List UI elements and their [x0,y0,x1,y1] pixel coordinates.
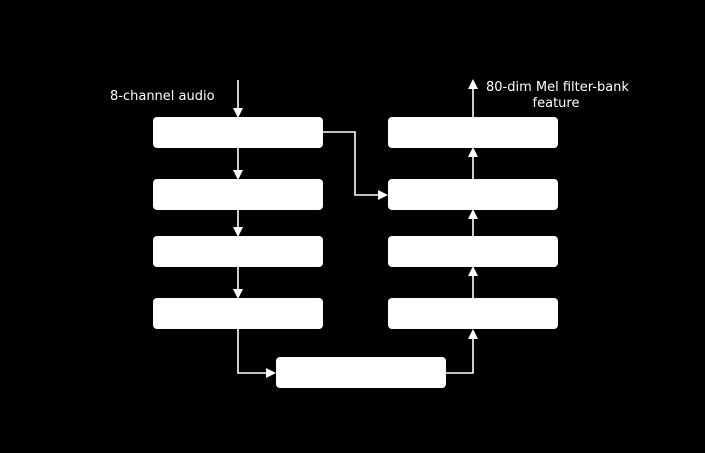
left-block-2 [153,179,323,210]
input-label: 8-channel audio [110,89,215,104]
output-label-line1: 80-dim Mel filter-bank [486,80,629,95]
right-block-3 [388,236,558,267]
output-label: 80-dim Mel filter-bank feature [486,80,629,112]
output-label-line2: feature [532,96,580,111]
bottom-block [276,357,446,388]
right-block-2 [388,179,558,210]
right-block-1 [388,117,558,148]
arrow-bottom-to-right-4 [446,329,478,374]
left-block-1 [153,117,323,148]
right-block-4 [388,298,558,329]
arrow-skip-left-1-to-right-2 [323,131,388,200]
left-block-4 [153,298,323,329]
left-block-3 [153,236,323,267]
arrow-left-4-to-bottom [237,329,276,378]
